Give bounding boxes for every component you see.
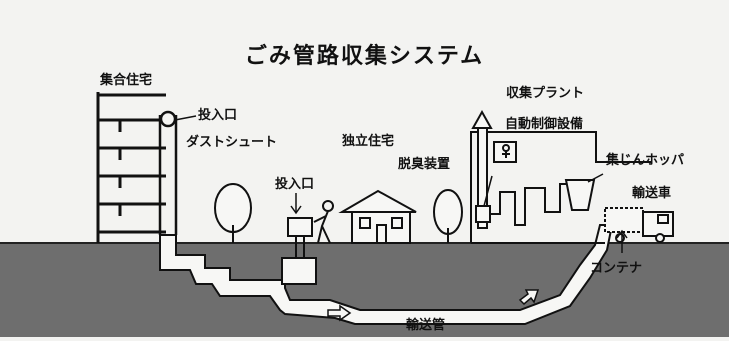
tree-icon-2 — [433, 189, 463, 243]
label-house: 独立住宅 — [342, 134, 395, 149]
transport-pipe — [159, 224, 614, 325]
person-icon — [313, 200, 334, 244]
label-inlet-ground: 投入口 — [275, 177, 315, 192]
flow-arrows — [327, 289, 540, 322]
collection-plant — [470, 109, 652, 244]
label-truck: 輸送車 — [632, 186, 672, 201]
label-control: 自動制御設備 — [505, 117, 584, 132]
apartment-building-icon — [96, 92, 166, 243]
tree-icon-1 — [214, 183, 252, 243]
label-plant: 収集プラント — [506, 86, 585, 101]
label-dust-chute: ダストシュート — [186, 135, 278, 150]
label-deodorizer: 脱臭装置 — [398, 157, 451, 172]
diagram-title: ごみ管路収集システム — [244, 44, 485, 69]
label-pipe: 輸送管 — [406, 318, 446, 333]
dust-chute — [158, 110, 178, 235]
label-container: コンテナ — [590, 261, 643, 276]
truck-icon — [604, 207, 674, 243]
house-icon — [338, 189, 417, 244]
ground-inlet-box — [281, 217, 317, 285]
label-hopper: 集じんホッパ — [606, 153, 685, 168]
label-apartment: 集合住宅 — [100, 73, 153, 88]
label-inlet-upper: 投入口 — [198, 108, 238, 123]
label-leaders — [174, 115, 628, 253]
